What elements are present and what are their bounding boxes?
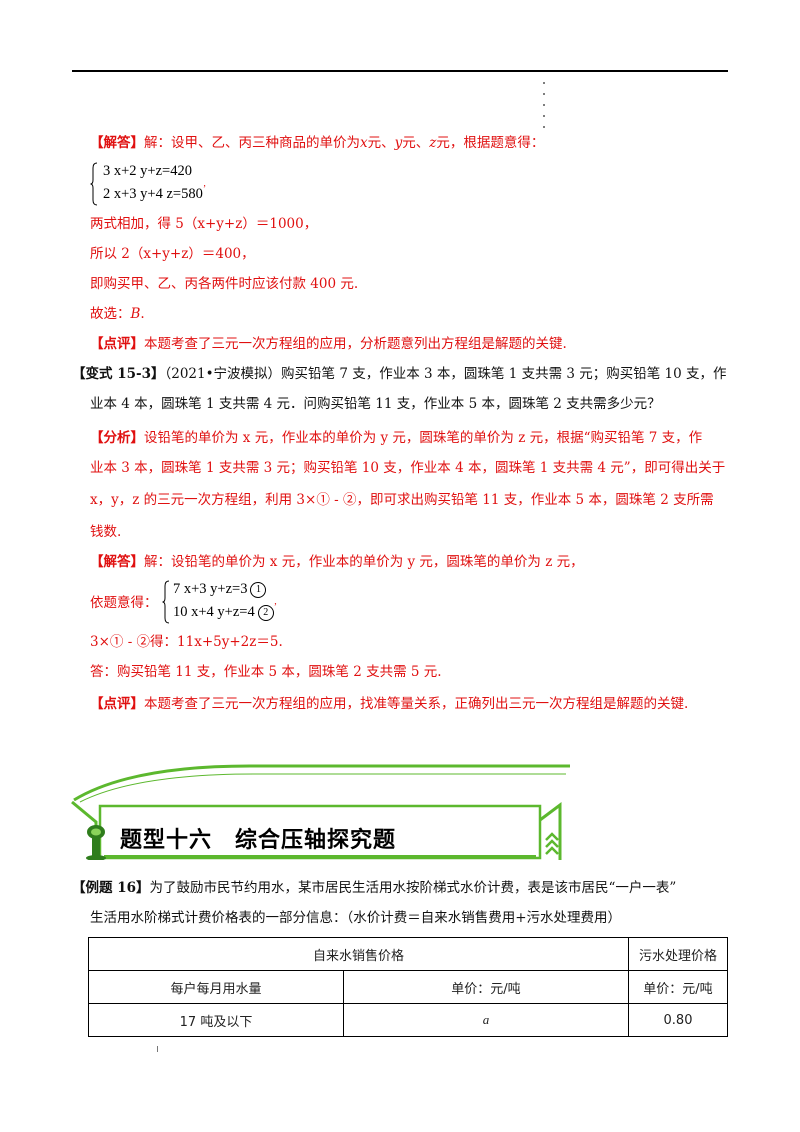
solution2-prefix: 依题意得： — [90, 595, 158, 611]
analysis-line4: 钱数. — [90, 524, 122, 540]
decorative-dots — [543, 82, 547, 137]
table-row: 17 吨及以下 a 0.80 — [88, 1003, 728, 1037]
solution2-line2: 3×① - ②得：11x+5y+2z＝5. — [90, 634, 283, 650]
pin-icon — [86, 825, 106, 860]
variant-line2: 业本 4 本，圆珠笔 1 支共需 4 元．问购买铅笔 11 支，作业本 5 本，… — [90, 396, 661, 412]
review1: 【点评】本题考查了三元一次方程组的应用，分析题意列出方程组是解题的关键. — [90, 336, 567, 352]
table-cell: a — [343, 1003, 629, 1037]
analysis-line2: 业本 3 本，圆珠笔 1 支共需 3 元；购买铅笔 10 支，作业本 4 本，圆… — [90, 460, 726, 476]
table-header-cell: 每户每月用水量 — [88, 970, 344, 1004]
solution2-line3: 答：购买铅笔 11 支，作业本 5 本，圆珠笔 2 支共需 5 元. — [90, 664, 442, 680]
review2: 【点评】本题考查了三元一次方程组的应用，找准等量关系，正确列出三元一次方程组是解… — [90, 696, 689, 712]
circled-two-icon: 2 — [257, 605, 274, 621]
variant-label: 【变式 15-3】 — [72, 366, 165, 382]
brace-icon — [90, 162, 98, 206]
table-cell: 0.80 — [628, 1003, 728, 1037]
table-cell: 17 吨及以下 — [88, 1003, 344, 1037]
table-row: 每户每月用水量 单价：元/吨 单价：元/吨 — [88, 970, 728, 1004]
circled-one-icon: 1 — [250, 582, 267, 598]
solution1-line2: 两式相加，得 5（x+y+z）＝1000， — [90, 216, 318, 232]
price-table: 自来水销售价格 污水处理价格 每户每月用水量 单价：元/吨 单价：元/吨 17 … — [88, 937, 728, 1037]
table-header-cell: 单价：元/吨 — [628, 970, 728, 1004]
table-header-cell: 污水处理价格 — [628, 937, 728, 971]
brace-icon — [162, 580, 170, 624]
table-header-cell: 单价：元/吨 — [343, 970, 629, 1004]
section-title: 题型十六 综合压轴探究题 — [120, 828, 397, 853]
solution2-line1: 【解答】解：设铅笔的单价为 x 元，作业本的单价为 y 元，圆珠笔的单价为 z … — [90, 554, 584, 570]
header-rule — [72, 70, 728, 72]
solution1-line1: 【解答】解：设甲、乙、丙三种商品的单价为x元、y元、z元，根据题意得： — [90, 135, 545, 151]
analysis-line1: 【分析】设铅笔的单价为 x 元，作业本的单价为 y 元，圆珠笔的单价为 z 元，… — [90, 430, 703, 446]
solution1-answer: 故选：B. — [90, 306, 145, 322]
page-mark — [157, 1046, 158, 1052]
equation-1: 3 x+2 y+z=420 — [103, 163, 192, 179]
example-line2: 生活用水阶梯式计费价格表的一部分信息：（水价计费＝自来水销售费用+污水处理费用） — [90, 910, 622, 926]
example-line1: 【例题 16】为了鼓励市民节约用水，某市居民生活用水按阶梯式水价计费，表是该市居… — [72, 880, 677, 896]
analysis-line3: x，y，z 的三元一次方程组，利用 3×① - ②，即可求出购买铅笔 11 支，… — [90, 492, 714, 508]
equation-system-1: 3 x+2 y+z=420 2 x+3 y+4 z=580’ — [90, 162, 310, 206]
solution1-line3: 所以 2（x+y+z）＝400， — [90, 246, 255, 262]
section-banner — [71, 764, 570, 860]
solution1-line4: 即购买甲、乙、丙各两件时应该付款 400 元. — [90, 276, 359, 292]
chevron-up-icon — [545, 832, 559, 855]
example-label: 【例题 16】 — [72, 880, 150, 896]
variant-line1: 【变式 15-3】（2021•宁波模拟）购买铅笔 7 支，作业本 3 本，圆珠笔… — [72, 366, 727, 382]
solution-label: 【解答】 — [90, 135, 144, 151]
table-row: 自来水销售价格 污水处理价格 — [88, 937, 728, 971]
equation-2: 2 x+3 y+4 z=580’ — [103, 184, 207, 202]
table-header-cell: 自来水销售价格 — [88, 937, 629, 971]
